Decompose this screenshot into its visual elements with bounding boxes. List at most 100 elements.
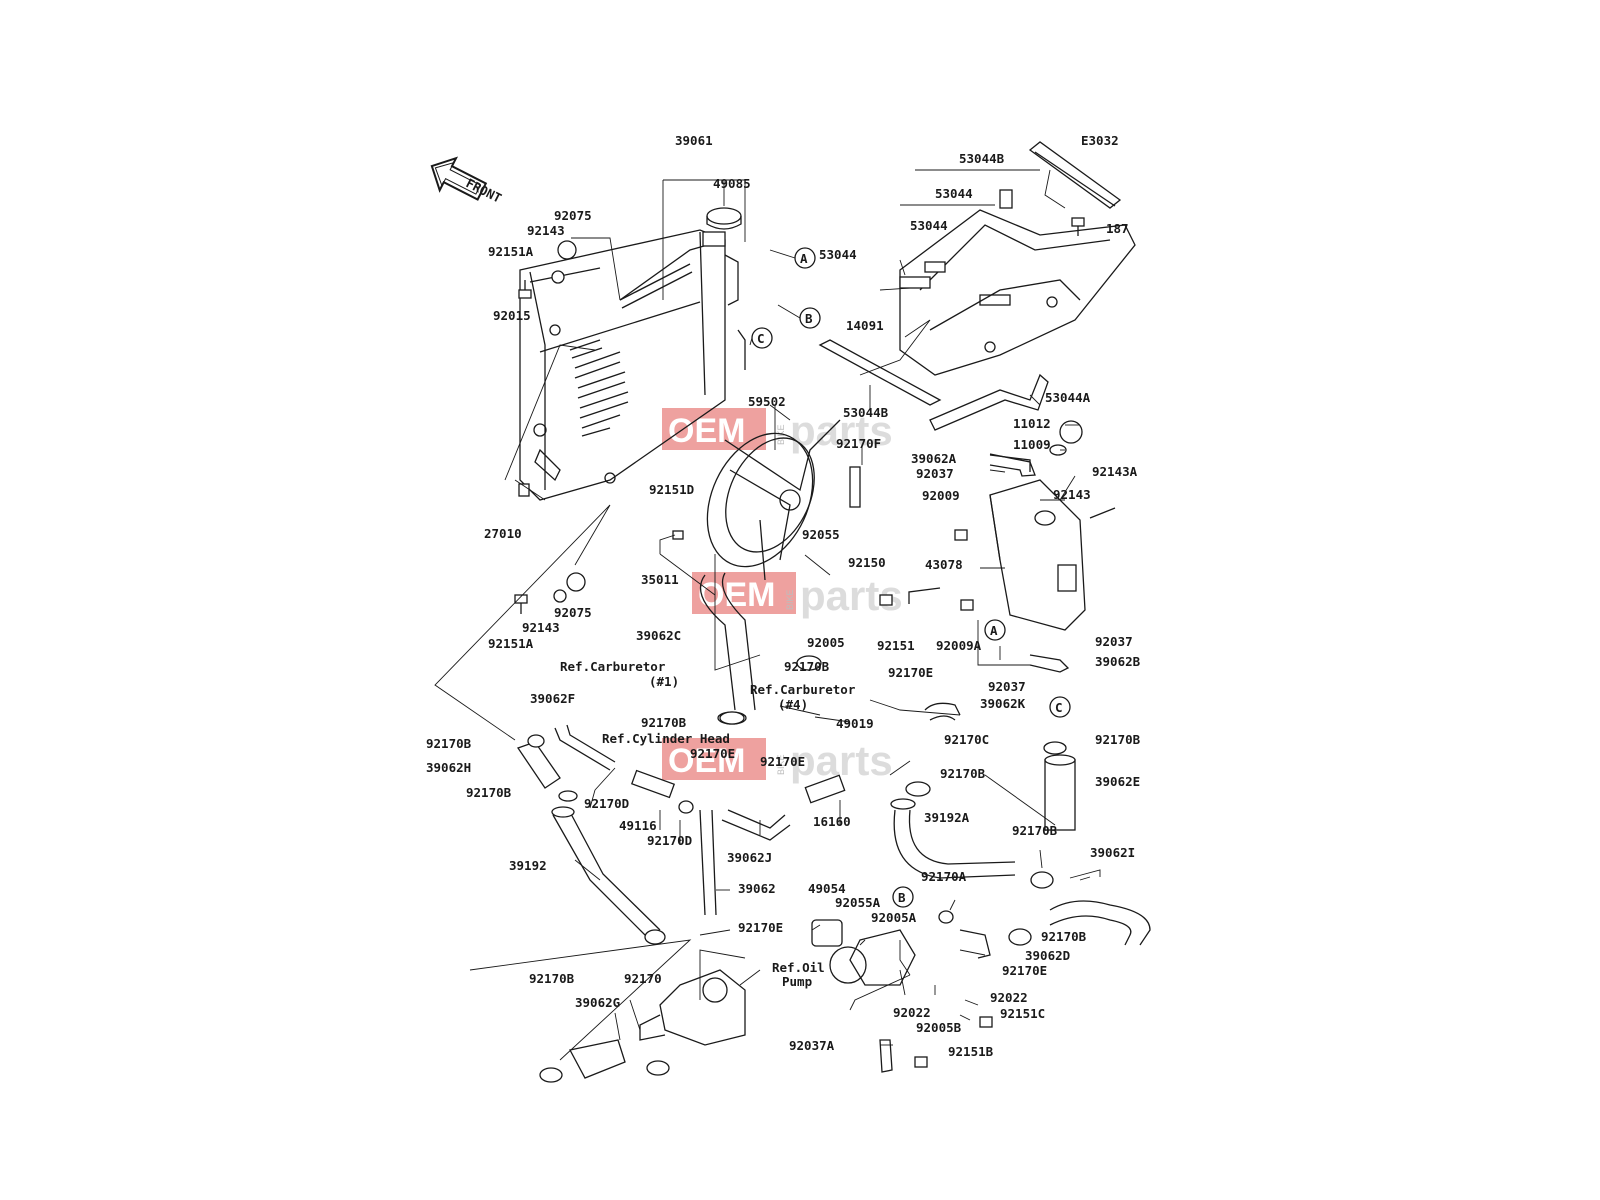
ref-cylinder-head: Ref.Cylinder Head	[602, 731, 730, 746]
part-label: 92143A	[1092, 464, 1138, 479]
part-label: 39062K	[980, 696, 1026, 711]
callout-c-top: C	[751, 327, 773, 349]
part-label: 92037	[1095, 634, 1133, 649]
part-label: 49116	[619, 818, 657, 833]
part-label: 92170E	[690, 746, 735, 761]
callout-a-top: A	[794, 247, 816, 269]
part-label: 92151D	[649, 482, 694, 497]
part-label: 92170E	[738, 920, 783, 935]
watermark-bike-text: BIKE	[776, 754, 786, 775]
ref-carburetor-4: Ref.Carburetor	[750, 682, 856, 697]
part-label: 92170A	[921, 869, 967, 884]
part-label: 92170C	[944, 732, 989, 747]
part-label: 92151C	[1000, 1006, 1045, 1021]
part-label: 92170E	[888, 665, 933, 680]
radiator-cap-icon	[706, 207, 742, 230]
part-label: 92170B	[466, 785, 512, 800]
part-label: 53044B	[843, 405, 889, 420]
part-label: 53044A	[1045, 390, 1091, 405]
callout-b-top: B	[799, 307, 821, 329]
part-label: 92170B	[426, 736, 472, 751]
part-label: 92170E	[1002, 963, 1047, 978]
part-label: 53044	[819, 247, 857, 262]
part-label: 92170B	[1041, 929, 1087, 944]
part-label: 39192A	[924, 810, 970, 825]
callout-a-tank: A	[984, 619, 1006, 641]
part-label: 92075	[554, 605, 592, 620]
svg-text:A: A	[990, 623, 998, 638]
part-label: 39062E	[1095, 774, 1140, 789]
svg-text:B: B	[805, 311, 813, 326]
callout-circles: A B C A B C	[749, 247, 1071, 908]
part-label: 92037	[916, 466, 954, 481]
part-label: 92055	[802, 527, 840, 542]
part-label: 92170B	[641, 715, 687, 730]
part-label: 92009	[922, 488, 960, 503]
watermark-parts-text: parts	[790, 737, 893, 784]
callout-b-pump: B	[892, 886, 914, 908]
part-label: 92170	[624, 971, 662, 986]
part-label: 92170B	[1012, 823, 1058, 838]
watermark-1: OEM BIKE parts	[662, 407, 893, 454]
part-label: 92037A	[789, 1038, 835, 1053]
part-label: 92075	[554, 208, 592, 223]
ref-carburetor-1: Ref.Carburetor	[560, 659, 666, 674]
fan-shroud-drawing	[899, 209, 1136, 376]
part-label: 11009	[1013, 437, 1051, 452]
part-label: 39062D	[1025, 948, 1070, 963]
reservoir-tank-drawing	[989, 420, 1086, 631]
leader-lines	[434, 169, 1101, 1061]
part-label: 92170B	[529, 971, 575, 986]
part-labels: 39061 49085 92075 92143 92151A 92015 270…	[426, 133, 1141, 1059]
svg-text:B: B	[898, 890, 906, 905]
svg-text:C: C	[1055, 700, 1063, 715]
part-label: 53044B	[959, 151, 1005, 166]
part-label: 39062B	[1095, 654, 1141, 669]
seal-strip-drawings	[818, 141, 1122, 431]
part-label: 27010	[484, 526, 522, 541]
part-label: 92005	[807, 635, 845, 650]
watermark-bike-text: BIKE	[785, 589, 795, 610]
front-arrow-icon	[430, 156, 488, 201]
part-label: 53044	[910, 218, 948, 233]
part-label: 92143	[527, 223, 565, 238]
clamp-icons	[527, 240, 1067, 1083]
watermark-oem-text: OEM	[698, 576, 775, 614]
part-label: 39061	[675, 133, 713, 148]
part-label: 92009A	[936, 638, 982, 653]
part-label: 92170D	[584, 796, 629, 811]
part-label: 49019	[836, 716, 874, 731]
hose-drawings	[516, 453, 1151, 1079]
part-label: 39062I	[1090, 845, 1135, 860]
part-label: 92151A	[488, 244, 534, 259]
part-label: 92143	[1053, 487, 1091, 502]
svg-text:C: C	[757, 331, 765, 346]
thermostat-housing-drawing	[811, 919, 916, 986]
part-label: 39062A	[911, 451, 957, 466]
part-label: 39062F	[530, 691, 575, 706]
callout-c-hose: C	[1049, 696, 1071, 718]
part-label: 92170B	[940, 766, 986, 781]
part-label: 39062C	[636, 628, 681, 643]
part-label: 92170B	[784, 659, 830, 674]
part-label: 92150	[848, 555, 886, 570]
watermark-parts-text: parts	[790, 407, 893, 454]
part-label: 39062G	[575, 995, 620, 1010]
watermark-oem-text: OEM	[668, 742, 745, 780]
ref-oil-pump: Ref.Oil	[772, 960, 825, 975]
svg-text:A: A	[800, 251, 808, 266]
part-label: 14091	[846, 318, 884, 333]
part-label: 92055A	[835, 895, 881, 910]
part-label: 39062H	[426, 760, 471, 775]
ref-carburetor-1-num: (#1)	[649, 674, 679, 689]
part-label: 39062J	[727, 850, 772, 865]
front-label: FRONT	[464, 175, 504, 205]
part-label: 49054	[808, 881, 846, 896]
part-label: 92022	[990, 990, 1028, 1005]
part-label: 35011	[641, 572, 679, 587]
watermark-2: OEM BIKE parts	[692, 572, 903, 619]
part-label: 92170B	[1095, 732, 1141, 747]
part-label: 92037	[988, 679, 1026, 694]
part-label: 53044	[935, 186, 973, 201]
